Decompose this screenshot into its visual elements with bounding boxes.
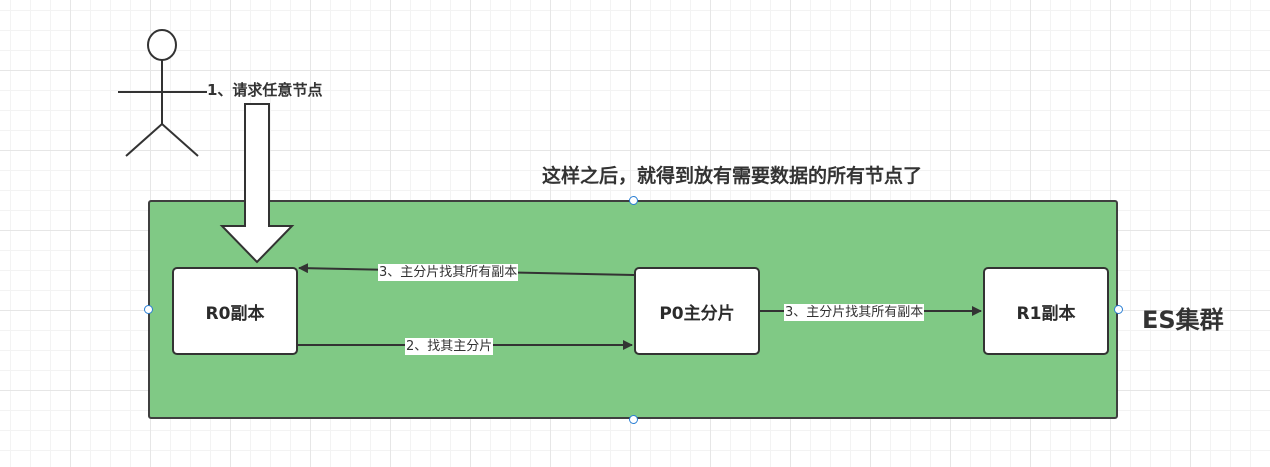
resize-handle-top[interactable] (629, 196, 638, 205)
cluster-caption[interactable]: 这样之后，就得到放有需要数据的所有节点了 (542, 165, 923, 187)
actor-request-label[interactable]: 1、请求任意节点 (207, 81, 323, 99)
node-p0-label: P0主分片 (659, 303, 735, 324)
node-p0-primary-shard[interactable]: P0主分片 (634, 267, 760, 355)
node-r1-replica[interactable]: R1副本 (983, 267, 1109, 355)
resize-handle-right[interactable] (1114, 305, 1123, 314)
edge-label-p0-to-r0[interactable]: 3、主分片找其所有副本 (378, 264, 519, 281)
edge-label-p0-to-r1[interactable]: 3、主分片找其所有副本 (784, 304, 925, 321)
cluster-name-label[interactable]: ES集群 (1142, 306, 1224, 334)
resize-handle-left[interactable] (144, 305, 153, 314)
edge-label-r0-to-p0[interactable]: 2、找其主分片 (405, 338, 494, 355)
es-cluster-container[interactable] (148, 200, 1118, 419)
node-r1-label: R1副本 (1016, 303, 1076, 324)
node-r0-replica[interactable]: R0副本 (172, 267, 298, 355)
node-r0-label: R0副本 (205, 303, 265, 324)
resize-handle-bottom[interactable] (629, 415, 638, 424)
user-actor-icon (118, 29, 207, 157)
